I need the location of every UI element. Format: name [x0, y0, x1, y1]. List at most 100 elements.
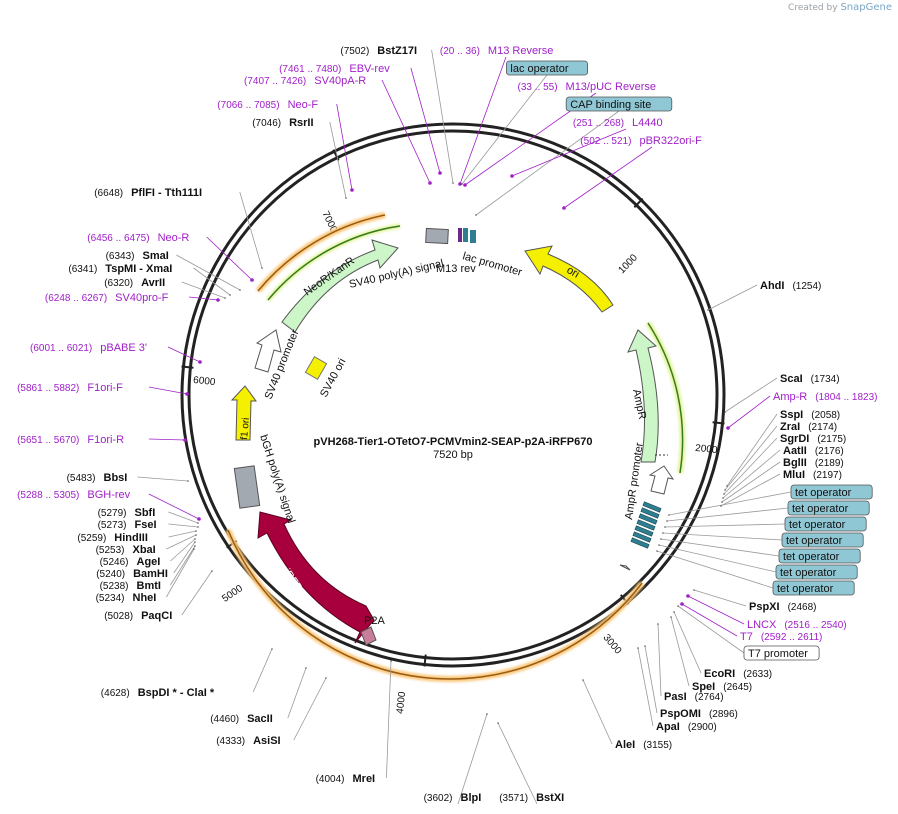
- site-mark: [510, 174, 514, 178]
- site-mark: [666, 520, 668, 522]
- leader-line: [726, 413, 778, 487]
- svg-text:(5651 .. 5670)F1ori-R: (5651 .. 5670)F1ori-R: [17, 434, 124, 446]
- feature-arrows: [230, 227, 675, 646]
- leader-line: [662, 532, 783, 541]
- site-mark: [686, 594, 690, 598]
- site-mark: [194, 541, 196, 543]
- primer-label: (33 .. 55)M13/pUC Reverse: [518, 81, 657, 93]
- tick-label: 5000: [220, 583, 245, 605]
- leader-line: [252, 648, 273, 693]
- site-mark: [350, 188, 354, 192]
- svg-text:Amp-R(1804 .. 1823): Amp-R(1804 .. 1823): [773, 391, 878, 403]
- svg-text:(5288 .. 5305)BGH-rev: (5288 .. 5305)BGH-rev: [17, 489, 131, 501]
- svg-text:tet operator: tet operator: [777, 583, 834, 595]
- svg-text:(3571)BstXI: (3571)BstXI: [499, 792, 564, 804]
- tick-label: 6000: [193, 375, 217, 388]
- restriction-site-label: (7502)BstZ17I: [340, 45, 417, 57]
- leader-line: [497, 722, 538, 805]
- feature-box-label: lac operator: [505, 60, 588, 76]
- svg-text:(33 .. 55)M13/pUC Reverse: (33 .. 55)M13/pUC Reverse: [518, 81, 657, 93]
- leader-line: [329, 121, 347, 199]
- primer-label: (20 .. 36)M13 Reverse: [440, 45, 553, 57]
- ori-arrow: [524, 245, 614, 313]
- leader-line: [461, 74, 548, 185]
- site-mark: [198, 360, 202, 364]
- leader-line: [168, 523, 199, 528]
- sv40-promoter-arrow: [254, 329, 282, 373]
- primer-label: (7066 .. 7085)Neo-F: [217, 99, 318, 111]
- restriction-site-label: (5234)NheI: [96, 592, 157, 604]
- feature-box-label: tet operator: [781, 532, 864, 548]
- site-mark: [726, 485, 728, 487]
- restriction-site-label: (5483)BbsI: [67, 472, 128, 484]
- site-mark: [658, 544, 660, 546]
- svg-text:(6001 .. 6021)pBABE 3': (6001 .. 6021)pBABE 3': [30, 342, 147, 354]
- leader-line: [687, 595, 745, 625]
- primer-label: (5651 .. 5670)F1ori-R: [17, 434, 124, 446]
- svg-text:PasI(2764): PasI(2764): [664, 691, 724, 703]
- site-mark: [475, 214, 477, 216]
- site-mark: [486, 713, 488, 715]
- restriction-site-label: MluI(2197): [783, 469, 842, 481]
- restriction-site-label: (5246)AgeI: [100, 556, 161, 568]
- feature-box-label: tet operator: [772, 580, 855, 596]
- leader-line: [137, 476, 189, 482]
- svg-text:(7046)RsrII: (7046)RsrII: [252, 117, 313, 129]
- leader-line: [666, 507, 789, 522]
- tick-label: 2000: [695, 443, 719, 456]
- leader-line: [410, 67, 441, 174]
- leader-line: [168, 530, 197, 538]
- restriction-site-label: (5238)BmtI: [100, 580, 161, 592]
- restriction-site-label: ZraI(2174): [780, 421, 837, 433]
- svg-text:AleI(3155): AleI(3155): [615, 739, 672, 751]
- site-mark: [673, 611, 675, 613]
- tick-mark: [423, 654, 427, 667]
- restriction-site-label: (5259)HindIII: [77, 532, 148, 544]
- leader-line: [166, 548, 195, 598]
- svg-text:PspOMI(2896): PspOMI(2896): [660, 708, 738, 720]
- primer-label: (251 .. 268)L4440: [573, 117, 663, 129]
- site-mark: [185, 392, 189, 396]
- leader-line: [563, 146, 653, 209]
- p2a-arrow: [360, 626, 377, 646]
- site-mark: [211, 570, 213, 572]
- feature-box-label: tet operator: [775, 564, 858, 580]
- svg-text:(5240)BamHI: (5240)BamHI: [96, 568, 168, 580]
- bgh-polya-block: [233, 465, 261, 509]
- backbone-ring: [180, 122, 726, 668]
- primer-label: (5861 .. 5882)F1ori-F: [17, 382, 123, 394]
- svg-text:(5246)AgeI: (5246)AgeI: [100, 556, 161, 568]
- site-mark: [660, 538, 662, 540]
- restriction-site-label: AhdI(1254): [760, 280, 821, 292]
- restriction-site-label: ApaI(2900): [656, 721, 717, 733]
- leader-line: [693, 589, 747, 607]
- leader-line: [189, 296, 219, 301]
- svg-text:AatII(2176): AatII(2176): [783, 445, 844, 457]
- ampr-promoter-arrow: [648, 465, 675, 495]
- leader-line: [148, 438, 186, 441]
- leader-line: [707, 284, 758, 311]
- svg-text:(20 .. 36)M13 Reverse: (20 .. 36)M13 Reverse: [440, 45, 553, 57]
- tick-label: 4000: [395, 691, 408, 715]
- restriction-site-label: (3571)BstXI: [499, 792, 564, 804]
- feature-box-label: tet operator: [790, 484, 873, 500]
- leader-line: [727, 395, 771, 429]
- feature-label: bGH poly(A) signal: [257, 433, 297, 525]
- site-mark: [664, 526, 666, 528]
- svg-text:PspXI(2468): PspXI(2468): [749, 601, 816, 613]
- svg-text:(7407 .. 7426)SV40pA-R: (7407 .. 7426)SV40pA-R: [244, 75, 366, 87]
- svg-text:tet operator: tet operator: [789, 519, 846, 531]
- svg-text:ZraI(2174): ZraI(2174): [780, 421, 837, 433]
- svg-text:(5238)BmtI: (5238)BmtI: [100, 580, 161, 592]
- site-mark: [197, 522, 199, 524]
- site-mark: [305, 667, 307, 669]
- svg-text:(7502)BstZ17I: (7502)BstZ17I: [340, 45, 417, 57]
- leader-line: [193, 267, 231, 296]
- primer-label: (7407 .. 7426)SV40pA-R: [244, 75, 366, 87]
- leader-line: [168, 511, 199, 524]
- site-mark: [345, 197, 347, 199]
- svg-text:(251 .. 268)L4440: (251 .. 268)L4440: [573, 117, 663, 129]
- site-mark: [271, 648, 273, 650]
- svg-text:SpeI(2645): SpeI(2645): [692, 681, 752, 693]
